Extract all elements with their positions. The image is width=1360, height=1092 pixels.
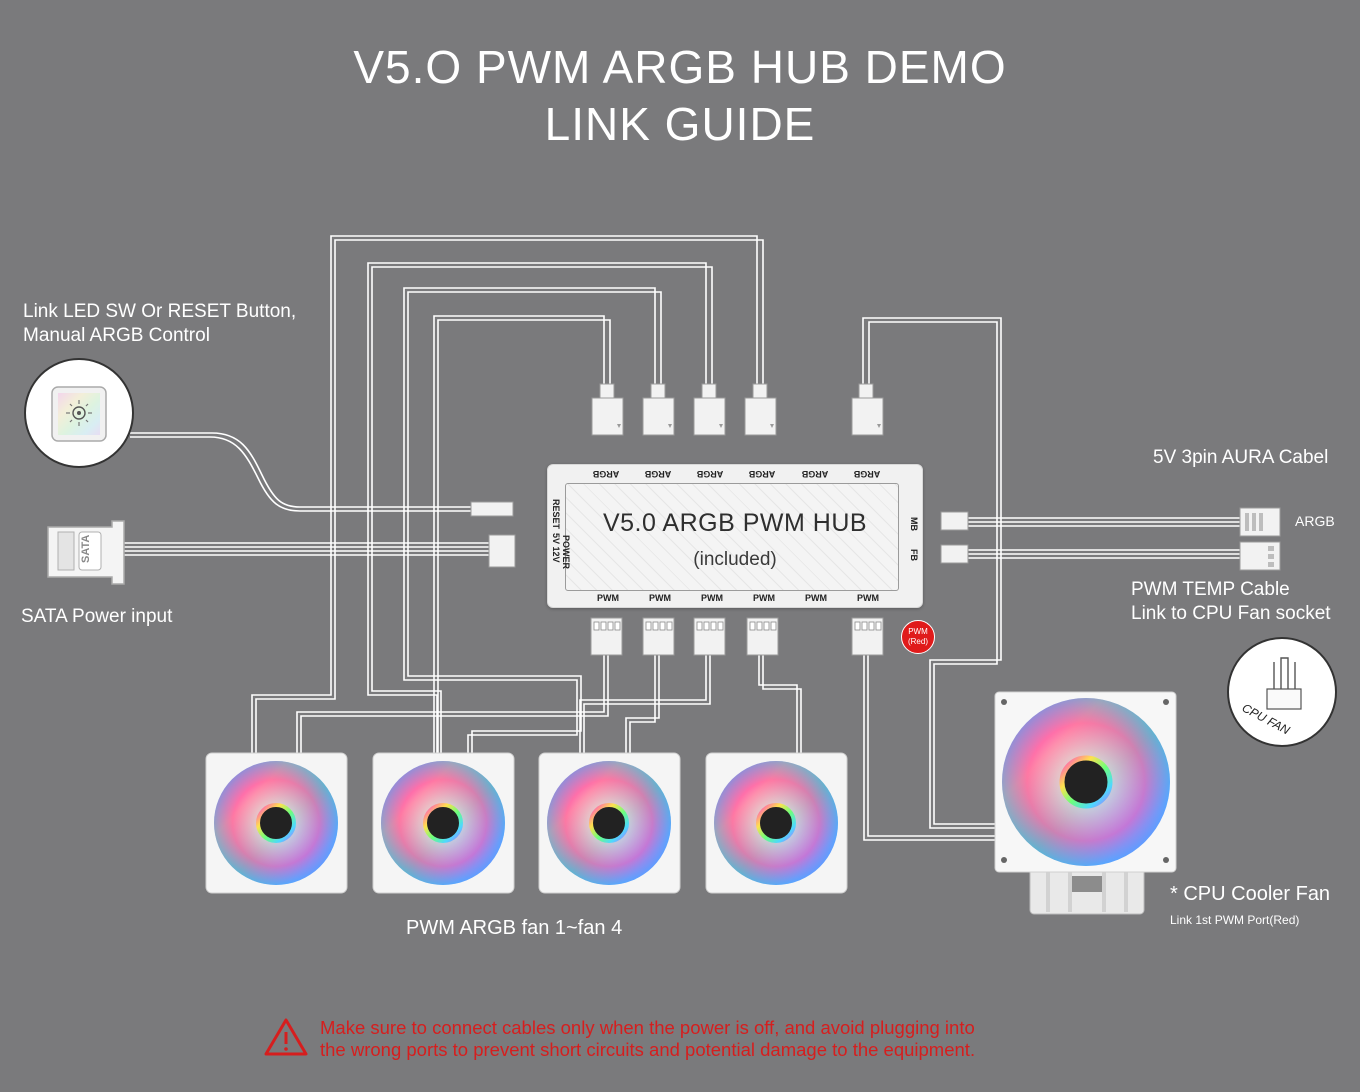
- led-switch-label-2: Manual ARGB Control: [23, 325, 210, 346]
- port-pwm-5: PWM: [805, 593, 827, 603]
- pwm-red-sub: (Red): [907, 637, 928, 646]
- warning-line-2: the wrong ports to prevent short circuit…: [320, 1039, 976, 1060]
- port-pwm-1: PWM: [597, 593, 619, 603]
- hub-voltage-label: 5V 12V: [551, 533, 561, 563]
- fan-1: [205, 752, 348, 894]
- port-pwm-3: PWM: [701, 593, 723, 603]
- port-pwm-6: PWM: [857, 593, 879, 603]
- port-argb-3: ARGB: [696, 469, 724, 479]
- fans-label: PWM ARGB fan 1~fan 4: [406, 917, 623, 939]
- hub-mb-label: MB: [909, 517, 919, 531]
- port-argb-2: ARGB: [644, 469, 672, 479]
- page-subtitle: LINK GUIDE: [544, 98, 816, 150]
- led-switch-label: Link LED SW Or RESET Button,: [23, 301, 297, 322]
- hub-name: V5.0 ARGB PWM HUB: [602, 509, 868, 537]
- pwm-red-text: PWM: [908, 627, 928, 636]
- warning-line-1: Make sure to connect cables only when th…: [320, 1017, 975, 1038]
- warning-icon: [264, 1018, 308, 1056]
- hub-reset-label: RESET: [551, 499, 561, 530]
- pwm-temp-label-2: Link to CPU Fan socket: [1131, 603, 1331, 624]
- aura-cable-label: 5V 3pin AURA Cabel: [1153, 447, 1329, 468]
- hub-panel: [565, 483, 899, 591]
- port-pwm-2: PWM: [649, 593, 671, 603]
- page-title: V5.O PWM ARGB HUB DEMO: [353, 41, 1007, 93]
- cooler-note: Link 1st PWM Port(Red): [1170, 913, 1300, 927]
- port-argb-1: ARGB: [592, 469, 620, 479]
- port-argb-4: ARGB: [748, 469, 776, 479]
- fan-4: [705, 752, 848, 894]
- sata-plug-label: SATA: [80, 534, 92, 563]
- port-argb-6: ARGB: [853, 469, 881, 479]
- hub-fb-label: FB: [909, 549, 919, 561]
- pwm-red-marker: PWM (Red): [901, 620, 935, 654]
- port-pwm-4: PWM: [753, 593, 775, 603]
- warning-text: Make sure to connect cables only when th…: [320, 1017, 975, 1061]
- hub-note: (included): [693, 549, 777, 570]
- fan-3: [538, 752, 681, 894]
- pwm-temp-label: PWM TEMP Cable: [1131, 579, 1290, 600]
- port-argb-5: ARGB: [801, 469, 829, 479]
- hub-power-label: POWER: [561, 535, 571, 570]
- cpu-fan-socket: [1227, 637, 1337, 747]
- cooler-label: * CPU Cooler Fan: [1170, 883, 1331, 905]
- sata-plug: [47, 520, 125, 585]
- argb-pwm-hub: V5.0 ARGB PWM HUB (included) ARGB ARGB A…: [547, 464, 923, 608]
- fan-2: [372, 752, 515, 894]
- led-switch-button: [24, 358, 134, 468]
- sata-label: SATA Power input: [21, 606, 173, 627]
- argb-plug-label: ARGB: [1295, 513, 1335, 529]
- cpu-cooler: [994, 691, 1177, 915]
